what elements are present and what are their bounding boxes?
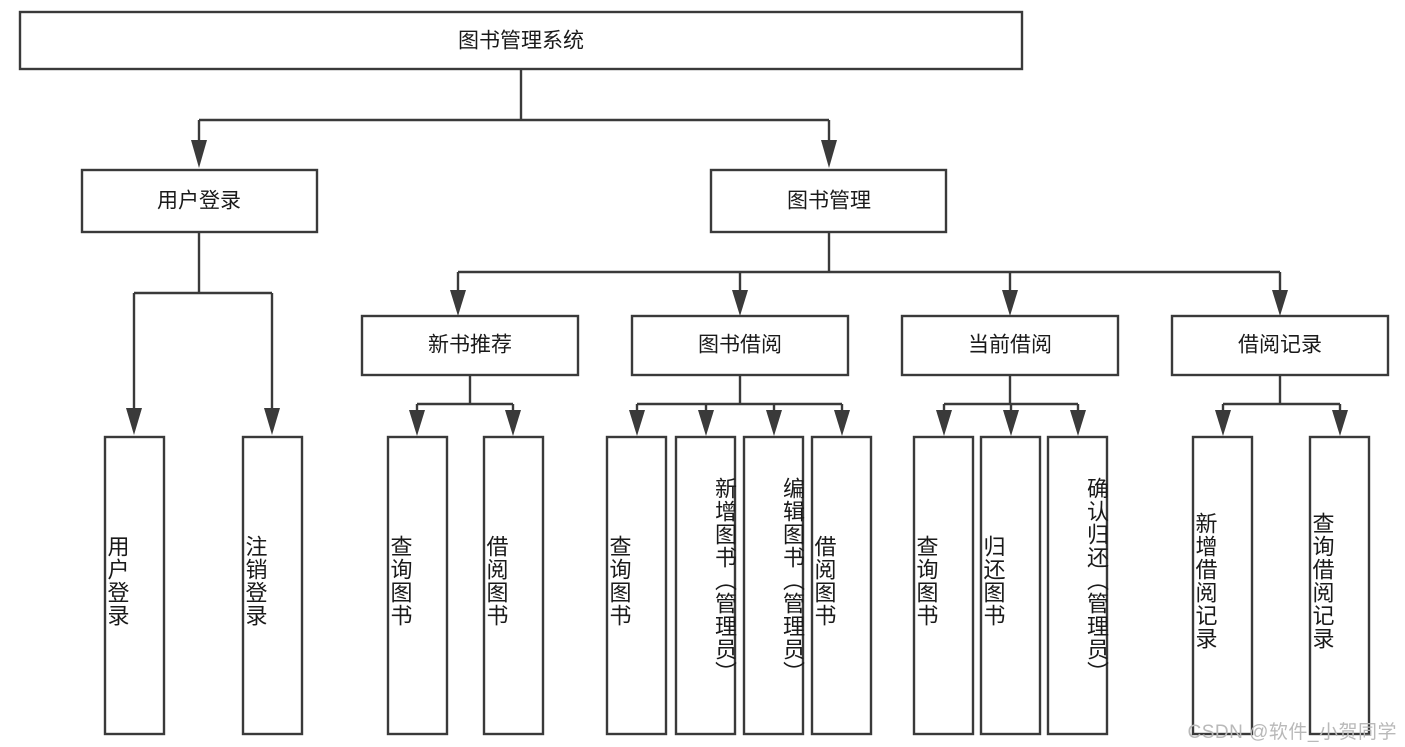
leaf-box-book-borrow-3[interactable]	[810, 435, 873, 736]
node-book-borrow-label: 图书借阅	[698, 334, 782, 357]
leaf-box-new-book-1[interactable]	[482, 435, 545, 736]
leaf-box-borrow-record-1[interactable]	[1308, 435, 1371, 736]
connector-newbook-to-leaves	[409, 375, 521, 436]
leaf-box-current-borrow-1[interactable]	[979, 435, 1042, 736]
leaf-boxes	[103, 435, 1371, 736]
node-book-borrow[interactable]: 图书借阅	[630, 314, 850, 377]
leaf-box-user-login-0[interactable]	[103, 435, 166, 736]
node-user-login-label: 用户登录	[157, 190, 241, 213]
node-root-label: 图书管理系统	[458, 30, 584, 53]
node-new-book-recommend-label: 新书推荐	[428, 334, 512, 357]
connector-bookmgmt-to-level3	[450, 232, 1288, 316]
node-borrow-record[interactable]: 借阅记录	[1170, 314, 1390, 377]
node-current-borrow[interactable]: 当前借阅	[900, 314, 1120, 377]
connector-userlogin-to-leaves	[126, 232, 280, 435]
node-root[interactable]: 图书管理系统	[18, 10, 1024, 71]
leaf-box-book-borrow-1[interactable]	[674, 435, 737, 736]
node-user-login[interactable]: 用户登录	[80, 168, 319, 234]
node-new-book-recommend[interactable]: 新书推荐	[360, 314, 580, 377]
leaf-box-current-borrow-0[interactable]	[912, 435, 975, 736]
leaf-box-borrow-record-0[interactable]	[1191, 435, 1254, 736]
node-book-management[interactable]: 图书管理	[709, 168, 948, 234]
leaf-box-user-login-1[interactable]	[241, 435, 304, 736]
connector-bookborrow-to-leaves	[629, 375, 850, 436]
node-current-borrow-label: 当前借阅	[968, 334, 1052, 357]
connector-currentborrow-to-leaves	[936, 375, 1086, 436]
csdn-watermark: CSDN @软件_小贺同学	[1187, 722, 1397, 743]
leaf-box-book-borrow-0[interactable]	[605, 435, 668, 736]
leaf-box-new-book-0[interactable]	[386, 435, 449, 736]
node-book-management-label: 图书管理	[787, 190, 871, 213]
leaf-box-current-borrow-2[interactable]	[1046, 435, 1109, 736]
connector-borrowrecord-to-leaves	[1215, 375, 1348, 436]
node-borrow-record-label: 借阅记录	[1238, 334, 1322, 357]
connector-root-to-level2	[191, 69, 837, 168]
leaf-box-book-borrow-2[interactable]	[742, 435, 805, 736]
